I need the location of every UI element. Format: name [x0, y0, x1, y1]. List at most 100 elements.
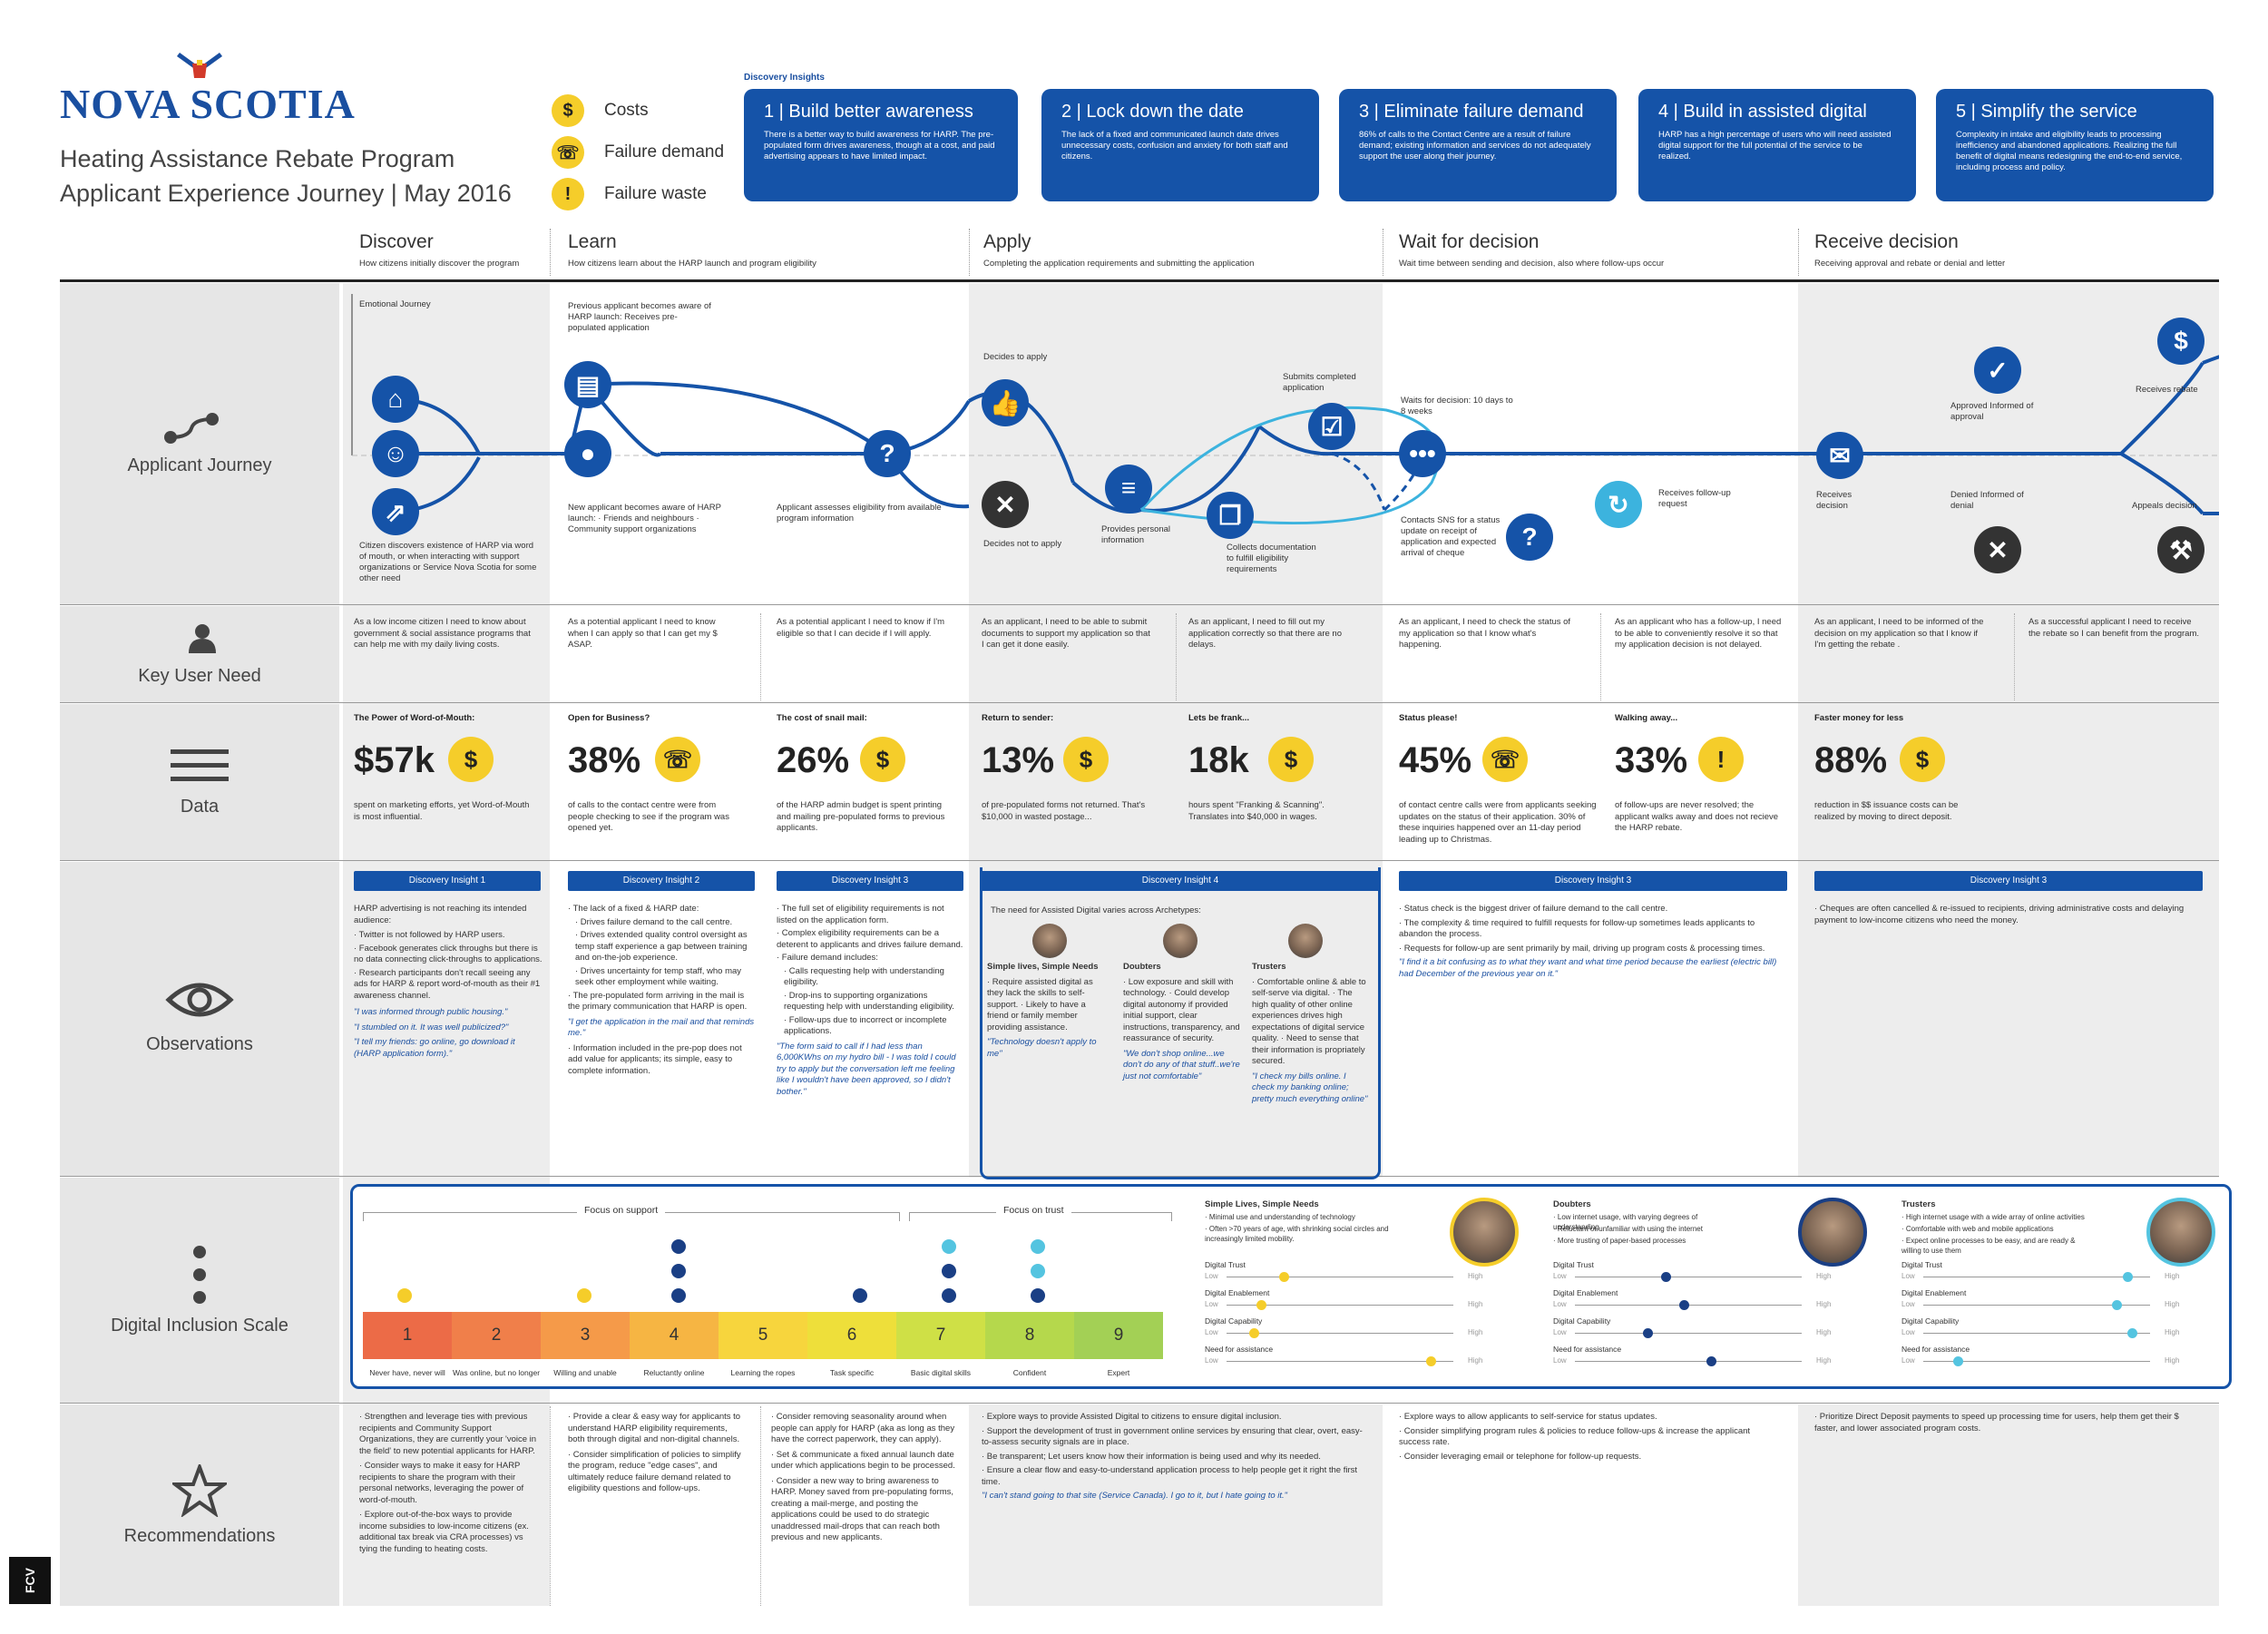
header-rule	[60, 279, 2219, 282]
obs-text: · Drives uncertainty for temp staff, who…	[575, 965, 742, 988]
obs-text: · Information included in the pre-pop do…	[568, 1042, 742, 1076]
thumbs-up-icon: 👍	[982, 379, 1029, 426]
scale-cell-3: 3	[541, 1312, 630, 1359]
slider-dot	[2123, 1272, 2133, 1282]
obs-tag: Discovery Insight 3	[777, 871, 963, 891]
slider-high-label: High	[2165, 1272, 2180, 1280]
discover-label: Citizen discovers existence of HARP via …	[359, 541, 537, 583]
dollar-icon: $	[2157, 318, 2204, 365]
col-divider	[760, 1406, 761, 1606]
persona-dot-doubter	[671, 1288, 686, 1303]
receives-decision-label: Receives decision	[1816, 490, 1853, 511]
rec-text: · Explore ways to provide Assisted Digit…	[982, 1412, 1282, 1422]
slider-high-label: High	[1816, 1272, 1832, 1280]
close-icon: ✕	[982, 481, 1029, 528]
scale-label: Task specific	[829, 1368, 875, 1377]
data-value: 38%	[568, 740, 641, 780]
archetype-doubters: Doubters · Low exposure and skill with t…	[1123, 962, 1243, 1082]
legend-label: Failure waste	[604, 184, 707, 203]
home-icon: ⌂	[372, 376, 419, 423]
slider-dot	[1679, 1300, 1689, 1310]
insight4-frame	[980, 867, 1381, 1179]
slider-track	[1575, 1333, 1802, 1334]
persona-name: Simple Lives, Simple Needs	[1205, 1199, 1319, 1209]
rec-text: · Set & communicate a fixed annual launc…	[771, 1449, 955, 1472]
rec-text: · Strengthen and leverage ties with prev…	[359, 1412, 537, 1456]
persona-avatar	[2146, 1198, 2215, 1267]
scale-label: Expert	[1107, 1368, 1130, 1377]
rec-text: · Explore out-of-the-box ways to provide…	[359, 1510, 529, 1554]
close-icon: ✕	[1974, 526, 2021, 573]
approved-label: Approved Informed of approval	[1950, 401, 2034, 422]
rec-text: · Ensure a clear flow and easy-to-unders…	[982, 1465, 1358, 1487]
avatar-truster	[1288, 924, 1323, 958]
row-separator	[60, 702, 2219, 703]
rec-text: · Consider ways to make it easy for HARP…	[359, 1461, 524, 1505]
archetype-quote: "Technology doesn't apply to me"	[987, 1037, 1097, 1059]
insight-body: There is a better way to build awareness…	[764, 130, 995, 161]
persona-bullet: · Reluctant or unfamiliar with using the…	[1553, 1225, 1703, 1233]
collects-docs-label: Collects documentation to fulfill eligib…	[1227, 543, 1316, 574]
slider-low-label: Low	[1205, 1356, 1218, 1365]
row-title: Recommendations	[123, 1526, 276, 1546]
rec-text: · Support the development of trust in go…	[982, 1425, 1363, 1448]
persona-bullet: · Comfortable with web and mobile applic…	[1901, 1225, 2054, 1233]
archetype-points: · Low exposure and skill with technology…	[1123, 976, 1240, 1044]
insight-title: 1 | Build better awareness	[764, 102, 973, 122]
row-separator	[60, 1403, 2219, 1404]
decides-not-label: Decides not to apply	[983, 539, 1062, 549]
scale-cell-4: 4	[630, 1312, 719, 1359]
slider-high-label: High	[1468, 1356, 1483, 1365]
data-head: Open for Business?	[568, 713, 650, 723]
dollar-icon: $	[1063, 737, 1109, 782]
persona-avatar	[1798, 1198, 1867, 1267]
journey-subtitle: Applicant Experience Journey | May 2016	[60, 180, 512, 207]
rec-text: · Consider simplifying program rules & p…	[1399, 1425, 1751, 1448]
appeals-label: Appeals decision	[2132, 501, 2197, 511]
persona-name: Doubters	[1553, 1199, 1591, 1209]
obs-text: · Requests for follow-up are sent primar…	[1399, 943, 1765, 954]
phone-hand-icon: ☏	[655, 737, 700, 782]
slider-track	[1923, 1361, 2150, 1362]
rec-text: · Provide a clear & easy way for applica…	[568, 1412, 741, 1444]
dollar-icon: $	[860, 737, 905, 782]
rec-col-3: · Consider removing seasonality around w…	[771, 1412, 958, 1544]
stage-separator	[969, 229, 970, 276]
stage-apply: Apply Completing the application require…	[983, 231, 1254, 269]
obs-text: · Complex eligibility requirements can b…	[777, 928, 963, 950]
data-head: The Power of Word-of-Mouth:	[354, 713, 475, 723]
denied-label: Denied Informed of denial	[1950, 490, 2024, 511]
rec-col-1: · Strengthen and leverage ties with prev…	[359, 1412, 537, 1555]
data-desc: hours spent "Franking & Scanning". Trans…	[1188, 800, 1325, 822]
assess-label: Applicant assesses eligibility from avai…	[777, 503, 942, 523]
obs-text: · Failure demand includes:	[777, 953, 878, 963]
obs-col-3: · The full set of eligibility requiremen…	[777, 904, 963, 1098]
emotional-journey-label: Emotional Journey	[359, 299, 431, 309]
slider-label: Digital Trust	[1205, 1260, 1246, 1269]
slider-track	[1923, 1333, 2150, 1334]
obs-quote: "I stumbled on it. It was well publicize…	[354, 1022, 509, 1032]
data-desc: spent on marketing efforts, yet Word-of-…	[354, 800, 530, 822]
data-value: 26%	[777, 740, 850, 780]
persona-dot-simple	[397, 1288, 412, 1303]
obs-col-6: · Cheques are often cancelled & re-issue…	[1814, 904, 2185, 925]
stage-learn: Learn How citizens learn about the HARP …	[568, 231, 816, 269]
phone-hand-icon: ☏	[1482, 737, 1528, 782]
scale-cell-5: 5	[719, 1312, 807, 1359]
stage-separator	[550, 229, 551, 276]
slider-high-label: High	[2165, 1300, 2180, 1308]
insight-card-1: 1 | Build better awareness There is a be…	[744, 89, 1018, 201]
insight-body: 86% of calls to the Contact Centre are a…	[1359, 130, 1591, 161]
persona-avatar	[1450, 1198, 1519, 1267]
data-desc: of calls to the contact centre were from…	[568, 800, 729, 833]
archetype-points: · Require assisted digital as they lack …	[987, 976, 1093, 1032]
followup-label: Receives follow-up request	[1658, 488, 1731, 509]
slider-track	[1575, 1361, 1802, 1362]
slider-low-label: Low	[1901, 1300, 1915, 1308]
col-divider	[760, 613, 761, 700]
slider-label: Digital Trust	[1553, 1260, 1594, 1269]
decides-apply-label: Decides to apply	[983, 352, 1048, 362]
personal-info-label: Provides personal information	[1101, 524, 1171, 545]
stage-separator	[1798, 229, 1799, 276]
slider-track	[1227, 1305, 1453, 1306]
